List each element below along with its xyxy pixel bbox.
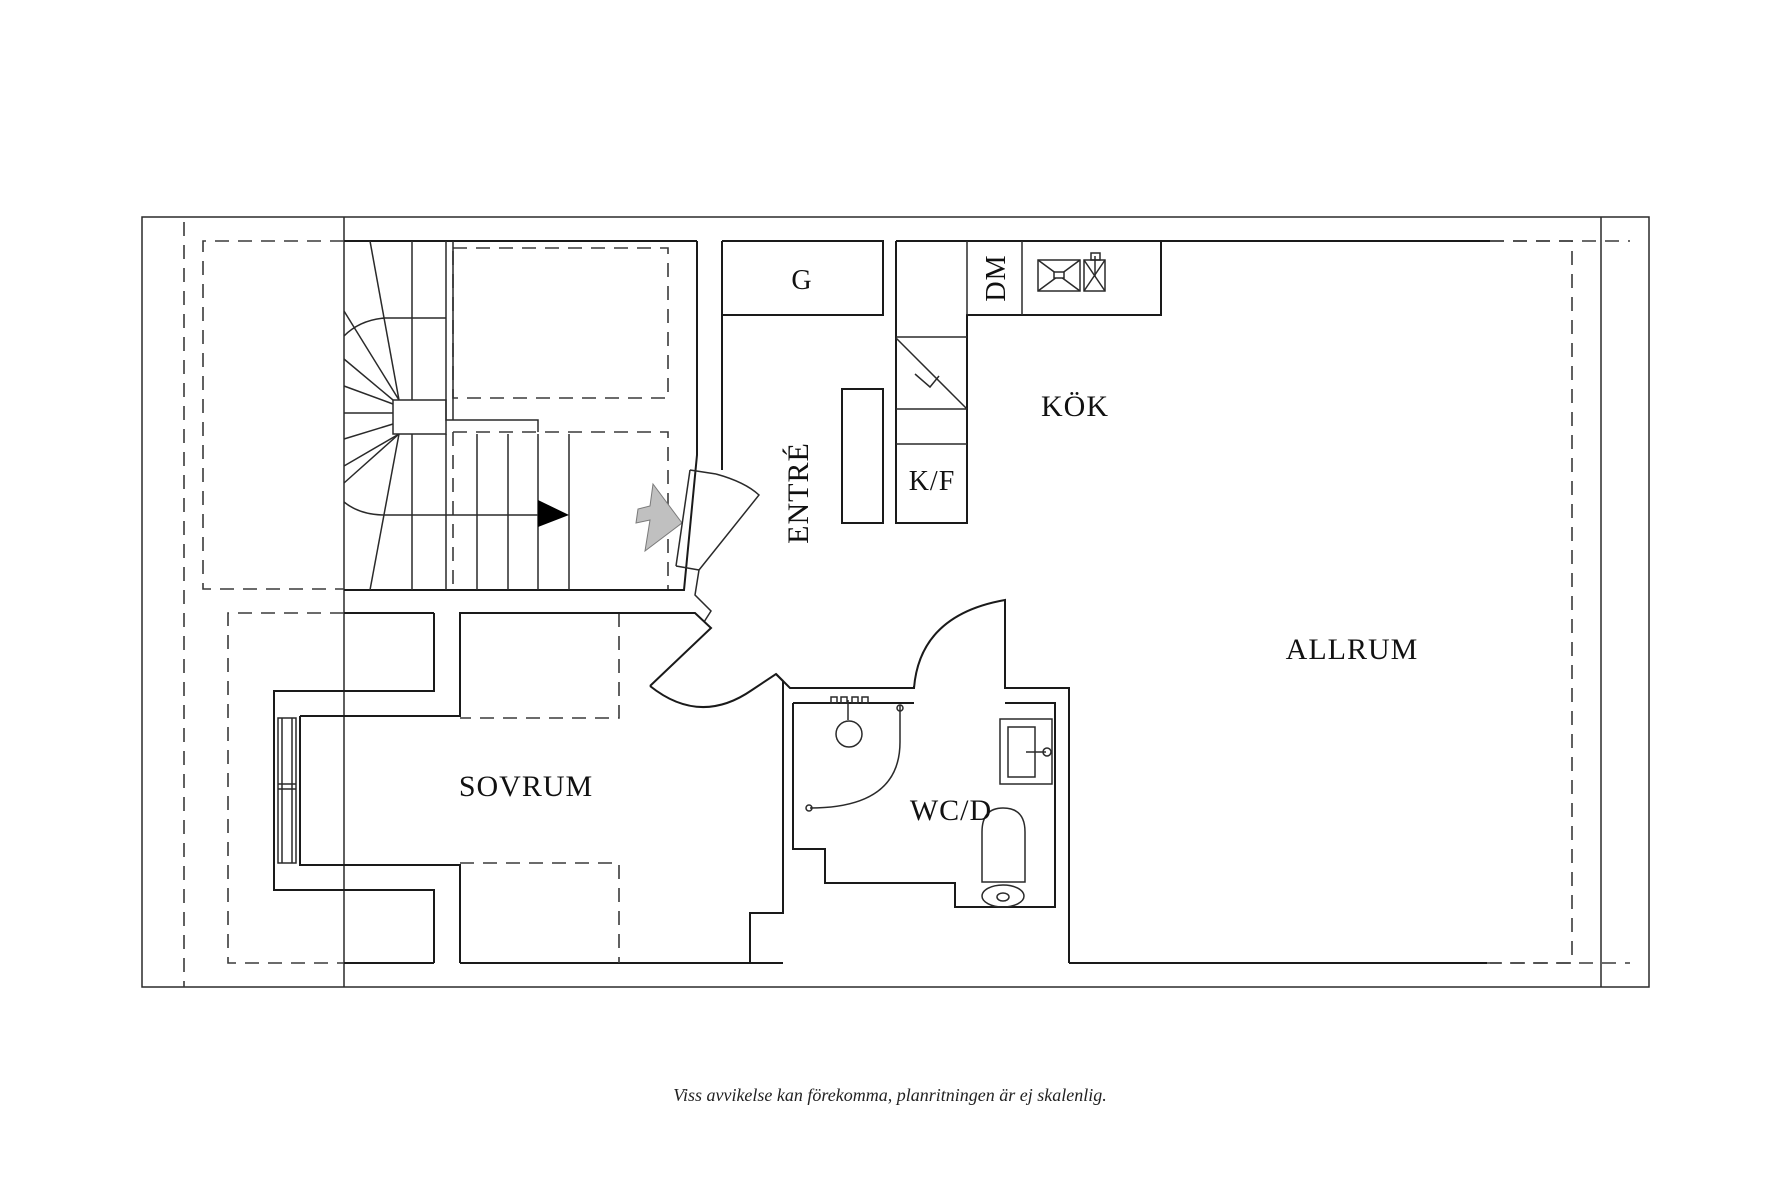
dash-upper-landing — [452, 247, 669, 399]
fixture-label-kf: K/F — [909, 466, 956, 497]
disclaimer-note: Viss avvikelse kan förekomma, planritnin… — [673, 1085, 1107, 1105]
sovrum-window — [277, 717, 297, 864]
outer-outline — [141, 216, 1650, 988]
entrance-arrow-icon — [635, 482, 683, 553]
wc-top-wall — [775, 673, 915, 689]
stair-core — [445, 241, 539, 432]
room-label-entre: ENTRÉ — [782, 442, 815, 544]
room-label-wcd: WC/D — [910, 794, 992, 827]
sovrum-inner-left — [299, 716, 461, 963]
shower-icon — [805, 696, 904, 812]
sovrum-door[interactable] — [649, 672, 784, 963]
stair-direction-arrow-icon — [538, 500, 569, 527]
fixture-label-dm: DM — [981, 254, 1012, 301]
sovrum-top-wall — [300, 612, 713, 717]
fixture-label-g: G — [791, 265, 812, 296]
washbasin-icon — [999, 718, 1053, 785]
dash-sovrum-top — [460, 613, 620, 719]
sovrum-left-wall — [273, 613, 435, 963]
stair-enclosure — [344, 241, 698, 591]
oven-door-icon — [895, 337, 968, 410]
room-label-sovrum: SOVRUM — [459, 770, 593, 803]
room-label-allrum: ALLRUM — [1286, 633, 1419, 666]
g-wardrobe[interactable] — [722, 240, 884, 316]
dash-right — [1490, 240, 1573, 964]
spiral-stair — [343, 240, 570, 591]
oven-handle-icon — [914, 373, 940, 389]
dash-left-bottom — [227, 612, 344, 964]
toilet-icon — [981, 807, 1026, 908]
dash-left-top — [202, 240, 344, 590]
side-cabinet — [841, 388, 884, 524]
front-door[interactable] — [675, 469, 761, 623]
dash-lower-landing — [453, 431, 669, 589]
dash-sovrum-bottom — [460, 862, 620, 963]
kitchen-counter — [895, 241, 1162, 524]
room-label-kok: KÖK — [1041, 390, 1109, 423]
kitchen-sink-icon — [1037, 252, 1106, 292]
wc-door[interactable] — [913, 598, 1070, 963]
wc-inner-walls — [792, 702, 1056, 908]
